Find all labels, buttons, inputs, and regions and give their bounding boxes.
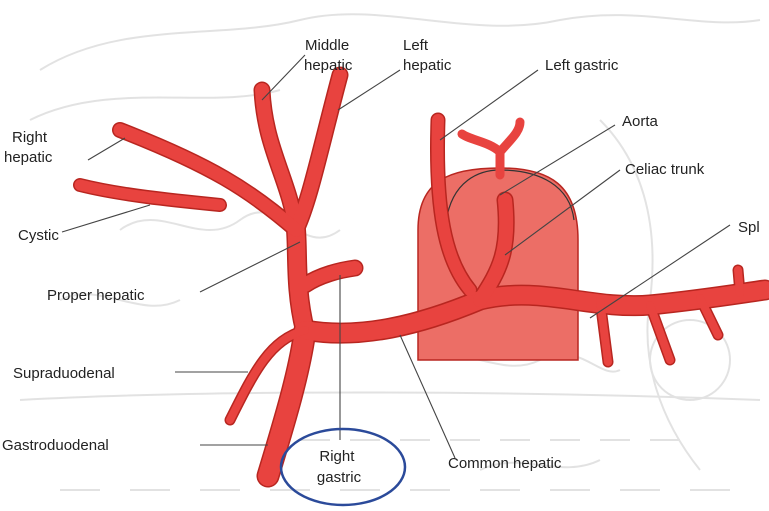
- labels: Middle hepatic Left hepatic Left gastric…: [2, 37, 760, 486]
- label-right-gastric: Right gastric: [317, 448, 362, 486]
- label-gastroduodenal: Gastroduodenal: [2, 437, 109, 454]
- label-right-hepatic: Right hepatic: [4, 129, 53, 166]
- label-left-gastric: Left gastric: [545, 57, 619, 74]
- label-middle-hepatic: Middle hepatic: [304, 37, 353, 74]
- label-left-hepatic: Left hepatic: [403, 37, 452, 74]
- label-splenic: Spl: [738, 219, 760, 236]
- label-cystic: Cystic: [18, 227, 59, 244]
- background-sketch: [20, 14, 760, 490]
- label-celiac-trunk: Celiac trunk: [625, 161, 705, 178]
- label-aorta: Aorta: [622, 113, 659, 130]
- label-proper-hepatic: Proper hepatic: [47, 287, 145, 304]
- highlight-circle: [281, 429, 405, 505]
- label-common-hepatic: Common hepatic: [448, 455, 562, 472]
- label-supraduodenal: Supraduodenal: [13, 365, 115, 382]
